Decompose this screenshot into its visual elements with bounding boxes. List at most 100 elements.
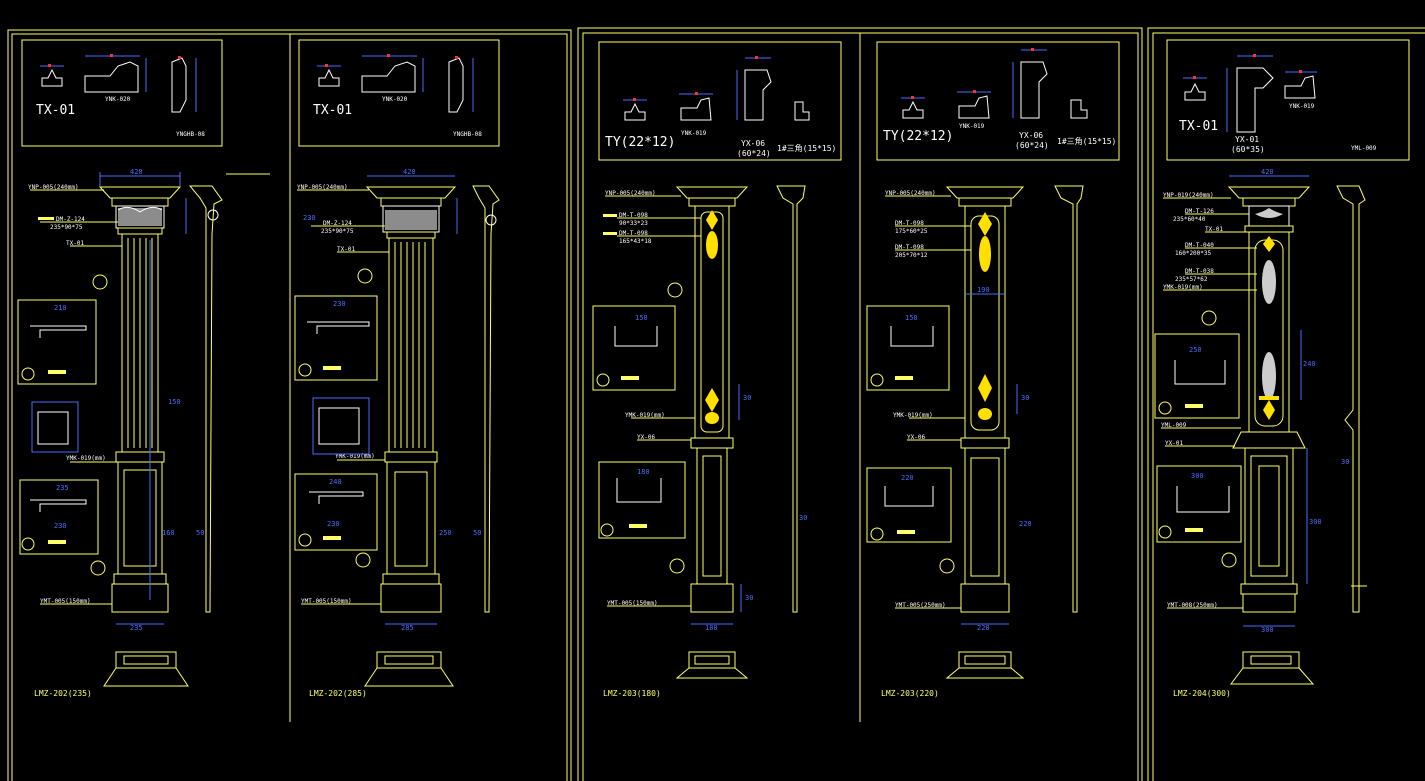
- callout-8: 235*57*62: [1175, 276, 1208, 283]
- side-dim-1: 150: [168, 398, 181, 406]
- callout-1: YNP-005(240mm): [605, 190, 656, 197]
- detail-dim-3: 230: [327, 520, 340, 528]
- pedestal-3d: [675, 651, 749, 679]
- callout-6: 160*200*35: [1175, 250, 1212, 257]
- profile-shapes: [624, 69, 810, 121]
- callout-5: YMK-019(mm): [335, 453, 375, 460]
- callout-leaders: [885, 195, 971, 609]
- profile-markers: [911, 48, 1034, 99]
- profile-box: [21, 39, 223, 147]
- top-width-dim: 420: [403, 168, 416, 176]
- detail-markers: [323, 366, 341, 540]
- callout-1: YNP-005(240mm): [885, 190, 936, 197]
- sheet-frame-left: [7, 29, 572, 781]
- profile-code-4: 1#三角(15*15): [1057, 136, 1116, 146]
- profile-label: TX-01: [1179, 119, 1218, 134]
- panel-caption: LMZ-203(220): [881, 689, 939, 698]
- detail-boxes: [294, 268, 378, 568]
- dimension-lines: [1229, 175, 1309, 627]
- callout-3: 235*90*75: [321, 228, 354, 235]
- profile-code-2: YX-06: [741, 139, 765, 148]
- callout-5: DM-T-040: [1185, 242, 1214, 249]
- side-dim-1: 190: [977, 286, 990, 294]
- callout-10: YML-009: [1161, 422, 1187, 429]
- callout-4: TX-01: [337, 246, 355, 253]
- top-width-dim: 420: [1261, 168, 1274, 176]
- callout-5: 165*43*18: [619, 238, 652, 245]
- detail-markers: [621, 376, 647, 528]
- profile-box: [1166, 39, 1410, 161]
- profile-box: [598, 41, 842, 161]
- callout-5: 205*70*12: [895, 252, 928, 259]
- column-elevation: [675, 186, 749, 613]
- gold-ornaments: [978, 212, 992, 420]
- detail-dim-1: 210: [54, 304, 67, 312]
- dimension-lines: [691, 384, 742, 625]
- side-dim-2: 250: [439, 529, 452, 537]
- callout-6: YMT-005(150mm): [40, 598, 91, 605]
- panel-lmz-202-285: TX-01 YNK-020 YNGHB-08 420: [294, 39, 500, 698]
- detail-dim-2: 300: [1191, 472, 1204, 480]
- callout-7: YX-06: [907, 434, 925, 441]
- callout-11: YX-01: [1165, 440, 1183, 447]
- detail-boxes: [866, 305, 955, 574]
- callout-4: DM-T-098: [895, 244, 924, 251]
- panel-caption: LMZ-202(285): [309, 689, 367, 698]
- profile-code-4: 1#三角(15*15): [777, 143, 836, 153]
- detail-boxes: [1154, 310, 1242, 568]
- callout-tag: [38, 217, 54, 220]
- profile-code-3: (60*24): [1015, 141, 1049, 150]
- callout-1: YNP-005(240mm): [297, 184, 348, 191]
- profile-code-1: YNK-019: [681, 130, 707, 137]
- profile-markers: [1193, 54, 1302, 79]
- profile-dims: [901, 49, 1047, 118]
- callout-4: DM-T-098: [619, 230, 648, 237]
- detail-markers: [1185, 404, 1203, 532]
- side-dim-2: 160: [162, 529, 175, 537]
- capital-ornament: [118, 208, 162, 226]
- callout-3: 90*33*23: [619, 220, 648, 227]
- profile-shape-small: [41, 57, 187, 113]
- callout-3: 235*90*75: [50, 224, 83, 231]
- callout-12: YMT-008(250mm): [1167, 602, 1218, 609]
- callout-leaders: [297, 189, 389, 605]
- profile-shapes: [902, 61, 1088, 119]
- side-dim-2: 220: [1019, 520, 1032, 528]
- callout-5: YMK-019(mm): [66, 455, 106, 462]
- callout-4: TX-01: [66, 240, 84, 247]
- detail-dim-1: 150: [635, 314, 648, 322]
- panel-lmz-203-180: TY(22*12) YNK-019 YX-06 (60*24) 1#三角(15*…: [592, 41, 842, 698]
- side-dim-1: 230: [303, 214, 316, 222]
- panel-lmz-204-300: TX-01 YX-01 (60*35) YNK-019 YML-009: [1154, 39, 1410, 698]
- detail-dim-1: 250: [1189, 346, 1202, 354]
- callout-leaders: [30, 173, 270, 605]
- callout-7: YX-06: [637, 434, 655, 441]
- sheet-frame-right-inner: [1152, 32, 1425, 781]
- side-profile: [188, 185, 223, 613]
- sheet-frames: [7, 27, 1425, 781]
- profile-code-2: YNGHB-08: [176, 131, 205, 138]
- column-elevation: [1227, 186, 1311, 613]
- sheet-frame-right: [1147, 27, 1425, 781]
- side-dim-1: 240: [1303, 360, 1316, 368]
- detail-dim-1: 150: [905, 314, 918, 322]
- capital-ornament: [385, 210, 437, 230]
- profile-shapes: [318, 57, 464, 113]
- base-width-dim: 180: [705, 624, 718, 632]
- detail-dim-3: 230: [54, 522, 67, 530]
- detail-dim-2: 240: [329, 478, 342, 486]
- pedestal-3d: [364, 651, 454, 687]
- callout-6: YMT-005(150mm): [301, 598, 352, 605]
- base-width-dim: 235: [130, 624, 143, 632]
- detail-dim-2: 220: [901, 474, 914, 482]
- callout-leaders: [1161, 197, 1257, 609]
- pedestal-3d: [945, 651, 1025, 679]
- gold-ornaments: [1259, 236, 1279, 420]
- callout-2: DM-T-098: [619, 212, 648, 219]
- white-ornaments: [1255, 208, 1283, 400]
- pedestal-3d: [1230, 651, 1315, 685]
- callout-tag-2: [603, 232, 617, 235]
- side-profile: [472, 185, 500, 613]
- side-dim-2: 300: [1309, 518, 1322, 526]
